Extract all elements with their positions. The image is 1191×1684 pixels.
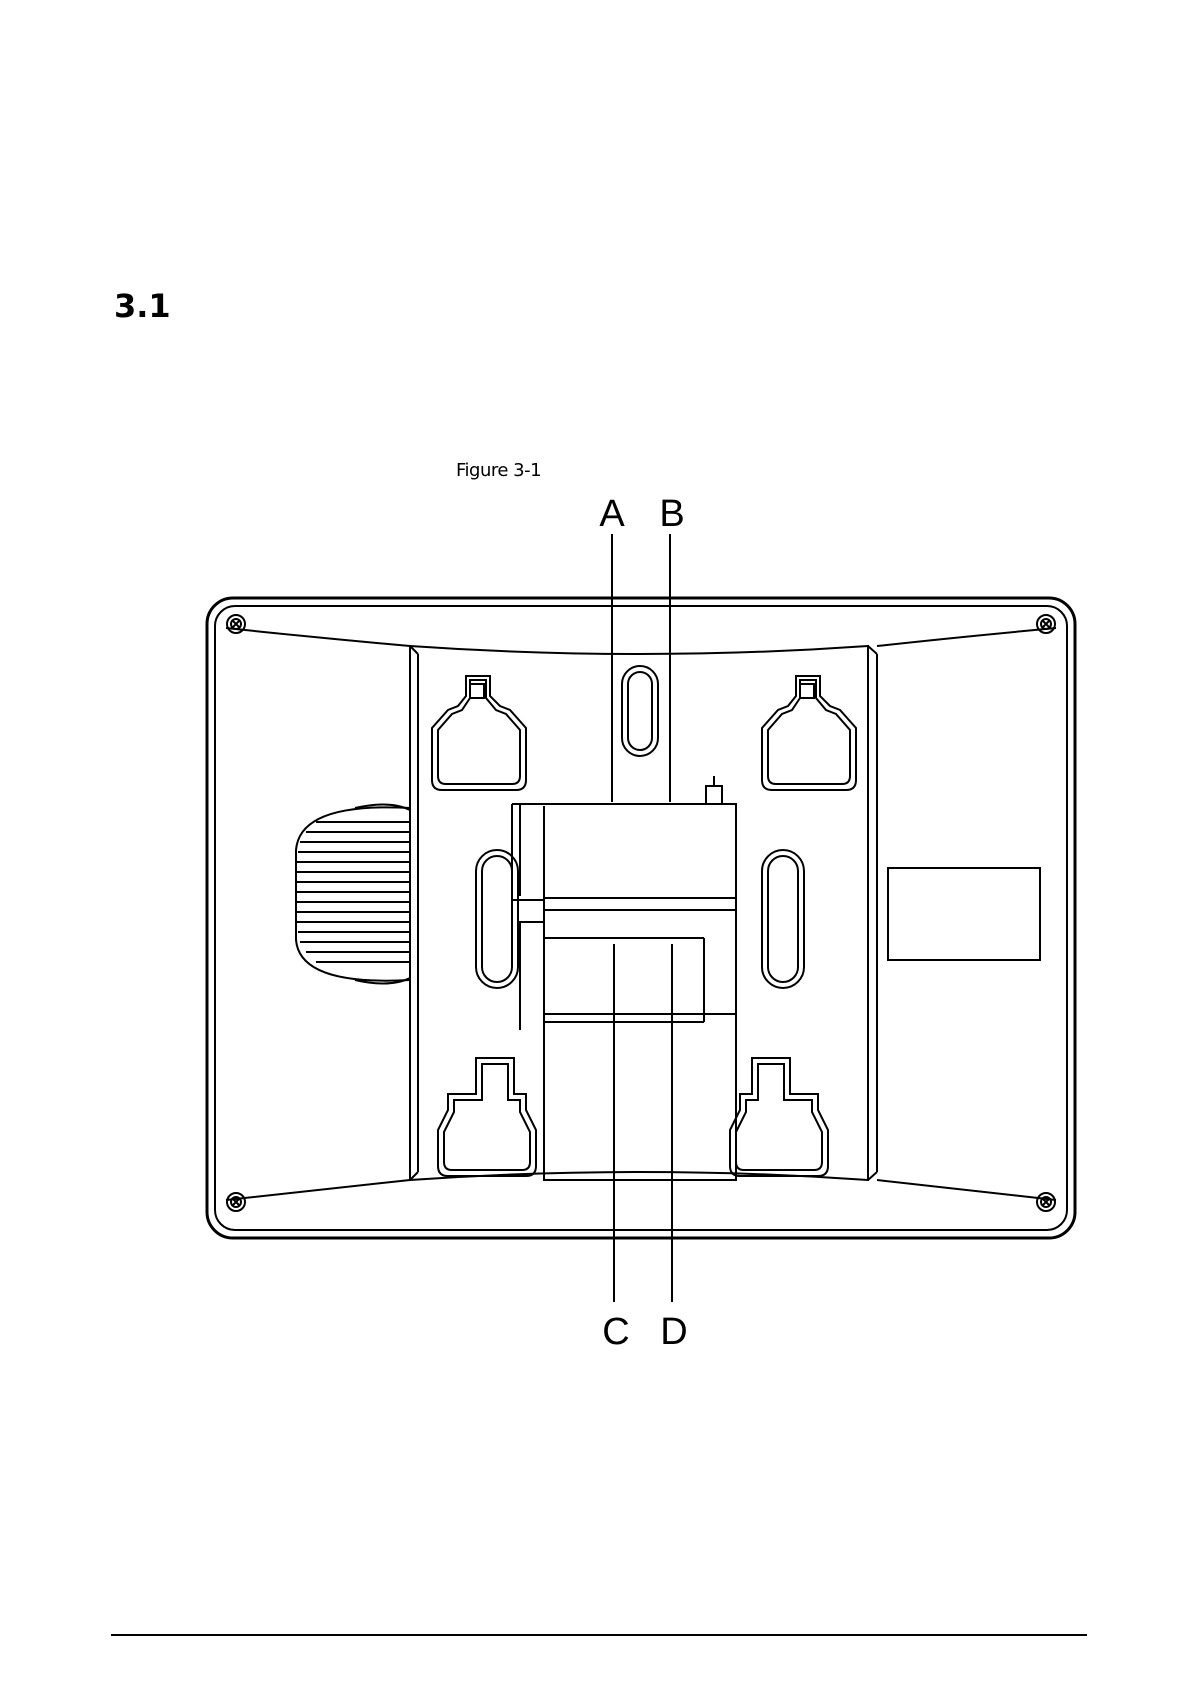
connector-block [512,776,736,1180]
housing-inner-outline [215,606,1067,1230]
callout-a-label: A [599,493,625,535]
label-area [888,868,1040,960]
screw-top-left [227,615,245,633]
callout-c-label: C [602,1311,629,1353]
keyhole-bottom-right [730,1058,828,1176]
speaker-grille [296,804,410,983]
screw-bottom-left [227,1193,245,1211]
screw-top-right [1037,615,1055,633]
screw-bottom-right [1037,1193,1055,1211]
housing-outer-outline [207,598,1075,1238]
device-rear-view-diagram: A B C D [0,490,1191,1390]
keyhole-top-right [762,676,856,790]
footer-rule [111,1634,1087,1636]
keyhole-bottom-left [438,1058,536,1176]
keyhole-top-left [432,676,526,790]
callout-b-label: B [659,493,684,535]
section-number: 3.1 [114,288,171,324]
figure-caption: Figure 3-1 [456,460,541,482]
callout-d-label: D [660,1311,687,1353]
